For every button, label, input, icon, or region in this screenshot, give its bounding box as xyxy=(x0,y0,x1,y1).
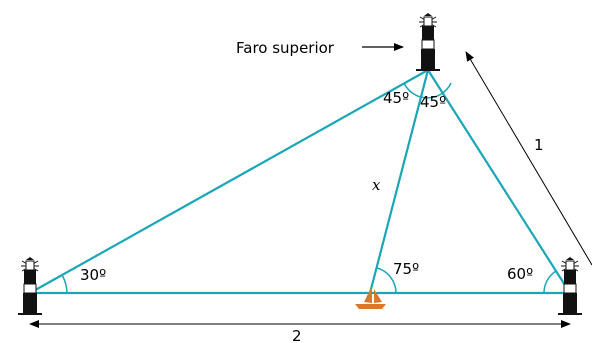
top-lighthouse-label: Faro superior xyxy=(236,39,335,57)
arc-left xyxy=(61,274,68,294)
lighthouse-icon xyxy=(17,256,43,315)
distance-right-arrow xyxy=(465,51,592,266)
angle-top-right-label: 45º xyxy=(420,93,446,111)
lighthouse-icon xyxy=(557,256,583,315)
arc-top xyxy=(403,82,452,99)
angle-right-label: 60º xyxy=(507,265,533,283)
arc-right xyxy=(543,270,557,294)
angle-left-label: 30º xyxy=(80,266,106,284)
angle-boat-label: 75º xyxy=(393,260,419,278)
distance-right-label: 1 xyxy=(534,136,544,154)
angle-top-left-label: 45º xyxy=(383,89,409,107)
triangle-lines xyxy=(29,69,571,295)
sailboat-icon xyxy=(355,286,386,309)
right-side-line xyxy=(427,69,571,294)
distance-bottom-label: 2 xyxy=(292,327,302,343)
left-side-line xyxy=(29,69,429,294)
arc-boat xyxy=(376,267,397,294)
x-variable-label: x xyxy=(372,176,381,194)
lighthouse-icon xyxy=(415,12,441,71)
x-distance-line xyxy=(368,69,430,294)
angle-arcs xyxy=(61,82,557,294)
